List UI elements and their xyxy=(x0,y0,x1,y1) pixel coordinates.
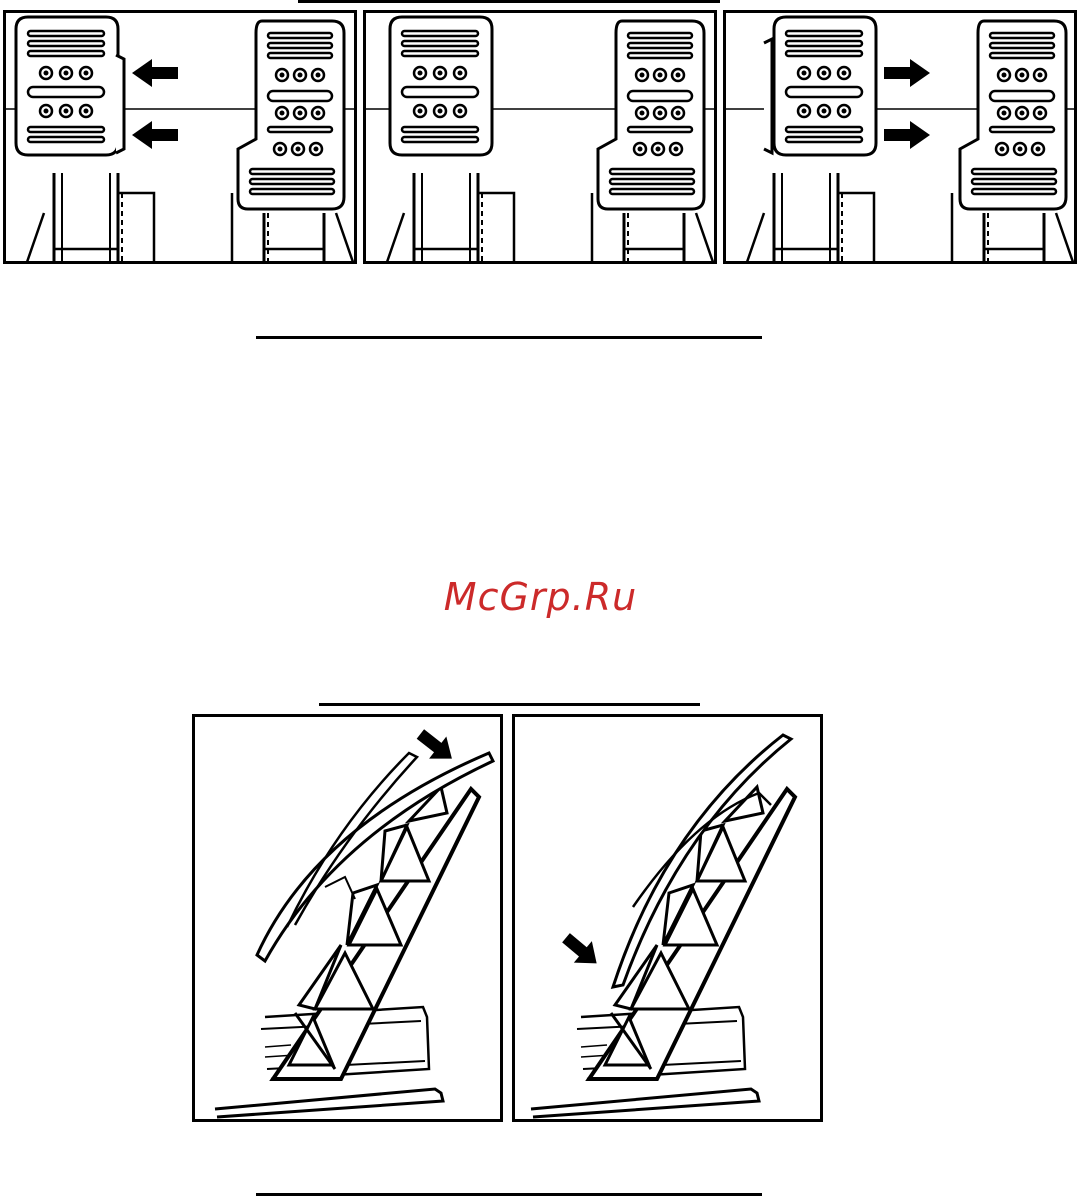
arrow-right-icon xyxy=(884,59,930,149)
pedal-tilt-panel-lowered xyxy=(512,714,823,1122)
pedal-spacing-panel-wide xyxy=(723,10,1077,264)
section-rule-2 xyxy=(319,703,700,706)
section-rule-1 xyxy=(256,336,762,339)
pedal-spacing-panel-narrow xyxy=(3,10,357,264)
arrow-down-right-icon xyxy=(557,927,606,974)
arrow-down-right-icon xyxy=(412,723,461,770)
section-rule-3 xyxy=(256,1193,762,1196)
pedal-spacing-panel-default xyxy=(363,10,717,264)
pedal-tilt-panel-raised xyxy=(192,714,503,1122)
top-rule xyxy=(298,0,720,3)
arrow-left-icon xyxy=(132,59,178,149)
watermark-text: McGrp.Ru xyxy=(0,575,1081,619)
